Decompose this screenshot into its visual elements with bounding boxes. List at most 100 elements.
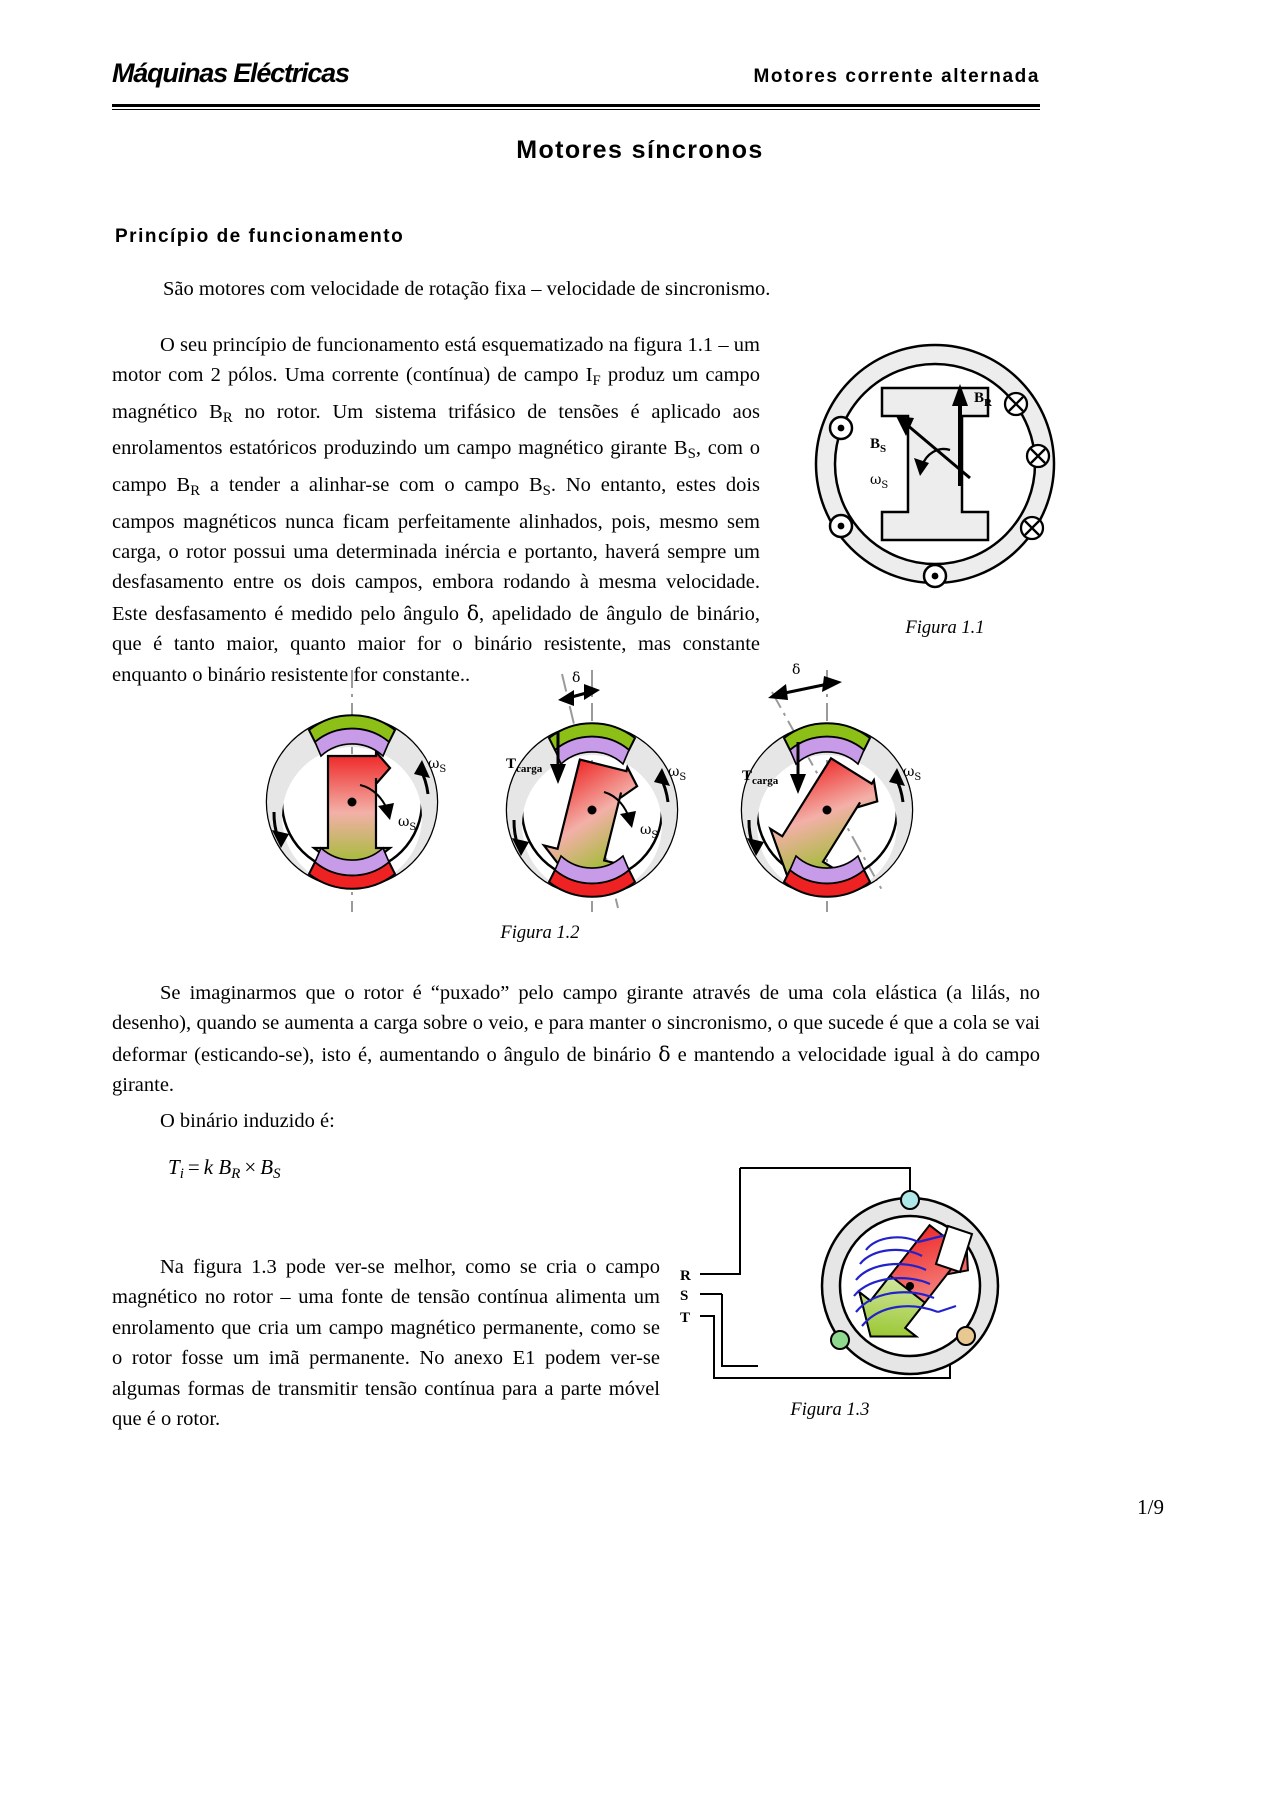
- p4-text: O binário induzido é:: [160, 1110, 335, 1132]
- p2-sub-r2: R: [190, 483, 201, 500]
- panel1-omega-ring-arrow: [414, 760, 430, 795]
- phase-label-t: T: [680, 1310, 690, 1326]
- panel1-stator-band-right: [352, 717, 437, 887]
- panel1-omega-inner-label: ωS: [398, 814, 416, 833]
- paragraph-torque-lead: O binário induzido é:: [112, 1106, 612, 1136]
- omega-s-curved-arrow: [914, 447, 951, 476]
- panel3-rotor-magnet: [768, 756, 879, 876]
- figure-1-2-caption: Figura 1.2: [500, 923, 580, 943]
- wire-phase-r: [700, 1168, 741, 1275]
- coil-turn-6: [861, 1305, 939, 1327]
- conductor-cross-1-x: [1008, 396, 1024, 412]
- figure-1-3: R S T: [660, 1130, 1050, 1392]
- panel3-torque-arrow: [790, 742, 806, 794]
- p5-text: Na figura 1.3 pode ver-se melhor, como s…: [112, 1256, 660, 1431]
- br-field-arrow: [952, 384, 968, 486]
- field-winding-coil: [853, 1232, 957, 1327]
- terminal-left: [830, 1330, 850, 1350]
- p3-seg-a: Se imaginarmos que o rotor é “puxado” pe…: [112, 982, 1040, 1066]
- panel3-shaft-center: [822, 805, 832, 815]
- coil-turn-5: [855, 1291, 935, 1313]
- panel2-band-right: [592, 725, 677, 895]
- figure-1-3-caption: Figura 1.3: [790, 1400, 870, 1420]
- induced-torque-formula: Ti=k BR×BS: [168, 1155, 281, 1183]
- panel1-omega-ring-arrow-2: [272, 811, 289, 848]
- p2-seg-b: produz um campo magnético B: [112, 364, 761, 423]
- conductor-cross-3-x: [1024, 520, 1040, 536]
- panel3-rotor-group: [768, 756, 879, 876]
- header-left-title: Máquinas Eléctricas: [112, 58, 350, 88]
- p2-delta-symbol: δ: [466, 600, 480, 625]
- p2-seg-d: , com o campo B: [112, 437, 760, 496]
- fig12-panel-3: δ: [740, 662, 921, 912]
- figure-1-2-svg: ωS ωS δ: [265, 662, 921, 912]
- p2-seg-f: . No entanto, estes dois campos magnétic…: [112, 474, 761, 625]
- br-label: BR: [974, 390, 993, 409]
- panel2-torque-label: Tcarga: [506, 756, 543, 775]
- panel1-omega-outer-label: ωS: [428, 756, 446, 775]
- p2-seg-g: , apelidado de ângulo de binário, que é …: [112, 602, 761, 686]
- figure-1-3-svg: R S T: [680, 1167, 1000, 1379]
- panel2-rotor-group: [541, 758, 639, 886]
- panel3-omega-ring-arrow: [889, 768, 905, 803]
- coil-lead-bottom: [937, 1304, 957, 1314]
- p2-sub-s2: S: [542, 483, 551, 500]
- panel2-glue-lilac-top: [554, 735, 630, 766]
- wire-top: [740, 1167, 911, 1196]
- panel2-band-left: [507, 725, 592, 895]
- winding-block: [934, 1224, 974, 1274]
- panel1-glue-lilac-top: [314, 727, 390, 758]
- formula-times: ×: [244, 1155, 257, 1179]
- panel3-glue-lilac-top: [789, 735, 865, 766]
- p3-delta-symbol: δ: [658, 1041, 671, 1066]
- panel2-omega-inner-label: ωS: [640, 822, 658, 841]
- panel2-rotor-magnet: [541, 758, 639, 886]
- page-number: 1/9: [1137, 1495, 1164, 1519]
- paragraph-intro: São motores com velocidade de rotação fi…: [115, 274, 827, 304]
- coil-turn-4: [853, 1277, 931, 1297]
- conductor-cross-2-x: [1030, 448, 1046, 464]
- panel1-stator-band-left: [267, 717, 352, 887]
- p2-sub-f: F: [592, 373, 601, 390]
- page-title: Motores síncronos: [516, 136, 764, 164]
- panel2-omega-ring-arrow: [654, 768, 670, 803]
- panel3-delta-label: δ: [792, 662, 800, 678]
- wire-phase-s-down: [721, 1294, 758, 1367]
- formula-bs-sub: S: [273, 1166, 281, 1183]
- coil-turn-2: [859, 1248, 923, 1265]
- bs-field-arrow: [896, 416, 971, 480]
- panel2-torque-arrow: [550, 732, 566, 784]
- panel3-band-left: [742, 725, 827, 895]
- terminal-top: [900, 1190, 920, 1210]
- formula-bs: B: [260, 1155, 274, 1179]
- conductor-dot-2-center: [837, 522, 845, 530]
- formula-lhs-sub: i: [179, 1166, 184, 1183]
- paragraph-intro-text: São motores com velocidade de rotação fi…: [163, 278, 771, 300]
- paragraph-elastic-glue: Se imaginarmos que o rotor é “puxado” pe…: [112, 978, 1040, 1101]
- page-header: Máquinas Eléctricas Motores corrente alt…: [112, 58, 1040, 110]
- phase-label-s: S: [680, 1288, 688, 1304]
- paragraph-figure-1-3: Na figura 1.3 pode ver-se melhor, como s…: [112, 1252, 660, 1434]
- panel1-glue-lilac-bottom: [314, 846, 390, 877]
- header-rule: [112, 104, 1040, 110]
- conductor-dot-group: [828, 415, 948, 589]
- header-right-title: Motores corrente alternada: [753, 66, 1040, 87]
- p3-seg-b: e mantendo a velocidade igual à do campo…: [112, 1043, 1040, 1097]
- panel1-rotor-magnet: [310, 749, 394, 880]
- fig13-shaft-center: [906, 1282, 914, 1290]
- panel1-omega-rotor-arrow: [359, 784, 394, 820]
- formula-br-sub: R: [231, 1166, 241, 1183]
- paragraph-principle: O seu princípio de funcionamento está es…: [112, 330, 760, 690]
- formula-k: k: [203, 1155, 214, 1179]
- panel2-delta-arrow: [558, 684, 600, 706]
- p2-seg-e: a tender a alinhar-se com o campo B: [200, 474, 543, 496]
- panel3-band-right: [827, 725, 912, 895]
- panel2-glue-lilac-bottom: [554, 854, 630, 885]
- panel3-delta-arrow: [768, 676, 842, 700]
- fig12-panel-2: δ: [505, 670, 686, 912]
- formula-equals: =: [187, 1155, 200, 1179]
- panel3-omega-ring-arrow-2: [747, 819, 764, 856]
- figure-1-1: BS ωS BR: [810, 336, 1060, 608]
- p2-sub-r1: R: [222, 410, 233, 427]
